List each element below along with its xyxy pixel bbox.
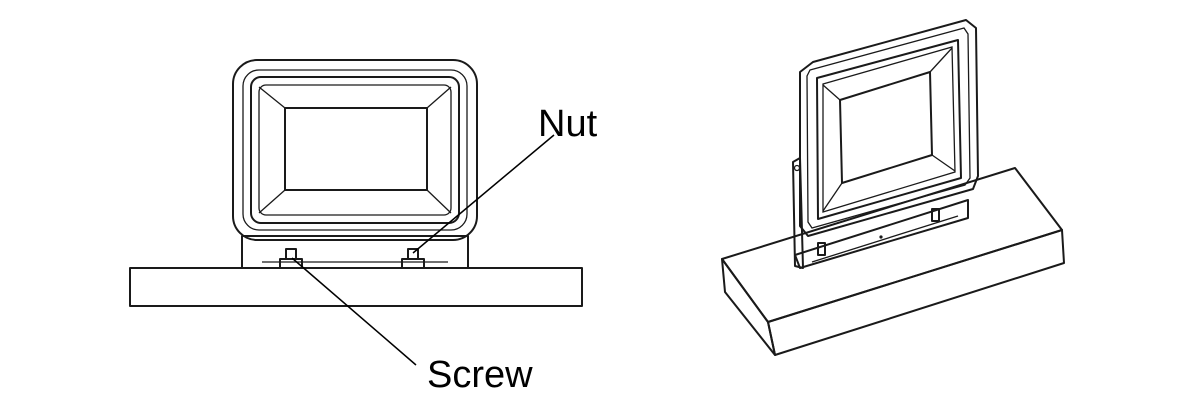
- iso-bracket: [792, 157, 969, 269]
- screw-leader-line: [291, 257, 417, 366]
- brick-wall: [129, 267, 583, 307]
- isometric-view-floodlight: [721, 19, 1065, 356]
- mounting-bracket: [241, 235, 469, 269]
- iso-reflector: [839, 71, 933, 184]
- front-view-floodlight: Nut Screw: [129, 59, 598, 396]
- screw-label: Screw: [427, 354, 533, 396]
- lamp-housing: [232, 59, 478, 241]
- nut-fitting: [401, 248, 425, 269]
- nut-leader-line: [412, 134, 555, 254]
- screw-fitting: [279, 248, 303, 269]
- iso-lamp-housing: [799, 19, 979, 237]
- mounting-block: [721, 167, 1065, 356]
- reflector: [284, 107, 428, 191]
- nut-label: Nut: [538, 103, 598, 145]
